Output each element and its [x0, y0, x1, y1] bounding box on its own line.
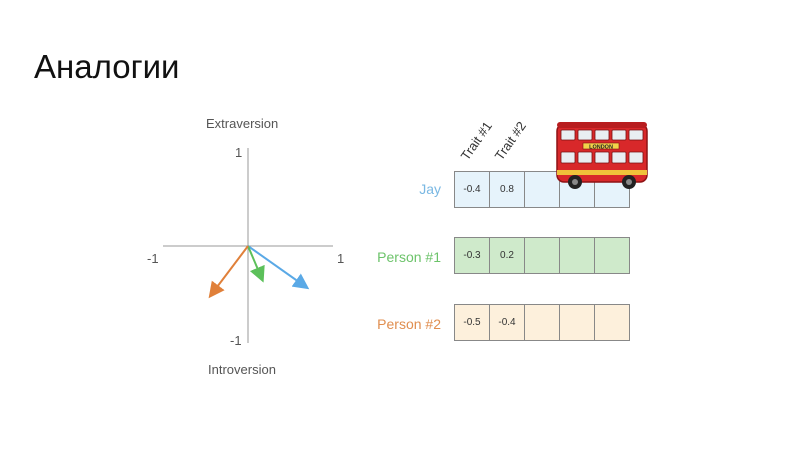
- tick-top: 1: [235, 145, 243, 160]
- person2-cell-5: [594, 304, 630, 341]
- row-label-person2: Person #2: [377, 316, 441, 332]
- person1-cell-3: [524, 237, 560, 274]
- jay-cell-1: -0.4: [454, 171, 490, 208]
- row-label-jay: Jay: [419, 181, 441, 197]
- vector-row-person1: -0.3 0.2: [454, 237, 630, 274]
- jay-cell-2: 0.8: [489, 171, 525, 208]
- bus-destination-text: LONDON: [589, 144, 613, 150]
- person1-cell-1: -0.3: [454, 237, 490, 274]
- london-bus-icon: LONDON: [556, 122, 648, 189]
- slide-title: Аналогии: [34, 48, 180, 85]
- person1-cell-2: 0.2: [489, 237, 525, 274]
- person1-cell-5: [594, 237, 630, 274]
- tick-bottom: -1: [230, 333, 242, 348]
- person2-cell-2: -0.4: [489, 304, 525, 341]
- vector-row-person2: -0.5 -0.4: [454, 304, 630, 341]
- jay-vector-arrow: [247, 245, 310, 290]
- jay-cell-3: [524, 171, 560, 208]
- tick-left: -1: [147, 251, 159, 266]
- person2-cell-1: -0.5: [454, 304, 490, 341]
- tick-right: 1: [337, 251, 345, 266]
- introversion-label: Introversion: [208, 362, 276, 377]
- person1-vector-arrow: [247, 245, 265, 283]
- person2-vector-arrow: [208, 245, 249, 299]
- row-label-person1: Person #1: [377, 249, 441, 265]
- extraversion-label: Extraversion: [206, 116, 279, 131]
- person1-cell-4: [559, 237, 595, 274]
- person2-cell-3: [524, 304, 560, 341]
- person2-cell-4: [559, 304, 595, 341]
